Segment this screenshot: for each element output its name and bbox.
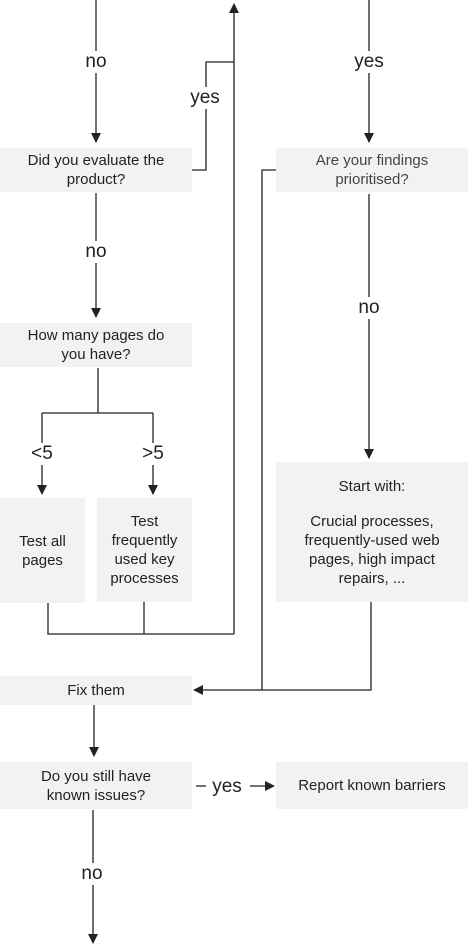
edge-label-yes-issues: yes [206, 776, 248, 798]
node-test-key-text: Test frequently used key processes [110, 513, 179, 587]
edge-label-no-findings: no [353, 297, 385, 319]
edge-label-gt5: >5 [137, 443, 169, 465]
node-fix-text: Fix them [67, 682, 125, 699]
node-known-issues-text: Do you still have known issues? [40, 767, 152, 804]
edge-label-lt5: <5 [26, 443, 58, 465]
edge-label-yes-top-right: yes [348, 51, 390, 73]
node-pages: How many pages do you have? [0, 323, 192, 367]
edge-label-no-issues: no [76, 863, 108, 885]
node-findings-text: Are your findings prioritised? [315, 152, 429, 188]
edge-findings-to-fix [261, 169, 276, 690]
node-test-all: Test all pages [0, 498, 85, 603]
node-report-text: Report known barriers [298, 777, 446, 794]
node-known-issues: Do you still have known issues? [0, 762, 192, 809]
edge-label-yes-evaluate: yes [184, 87, 226, 109]
node-start-with-title: Start with: [338, 477, 406, 495]
node-evaluate: Did you evaluate the product? [0, 148, 192, 192]
edge-start-to-fix [193, 602, 372, 695]
edge-label-no-top-left: no [80, 51, 112, 73]
edge-evaluate-yes [192, 61, 234, 171]
node-test-key: Test frequently used key processes [97, 498, 192, 602]
node-findings: Are your findings prioritised? [276, 148, 468, 192]
node-test-all-text: Test all pages [19, 532, 66, 569]
node-pages-text: How many pages do you have? [27, 327, 165, 363]
edge-label-no-evaluate: no [80, 241, 112, 263]
node-start-with: Start with: Crucial processes, frequentl… [276, 462, 468, 602]
edge-test-all-merge [47, 603, 234, 635]
node-evaluate-text: Did you evaluate the product? [27, 152, 165, 188]
node-fix: Fix them [0, 676, 192, 705]
node-report: Report known barriers [276, 762, 468, 809]
node-start-with-body: Crucial processes, frequently-used web p… [304, 512, 440, 587]
